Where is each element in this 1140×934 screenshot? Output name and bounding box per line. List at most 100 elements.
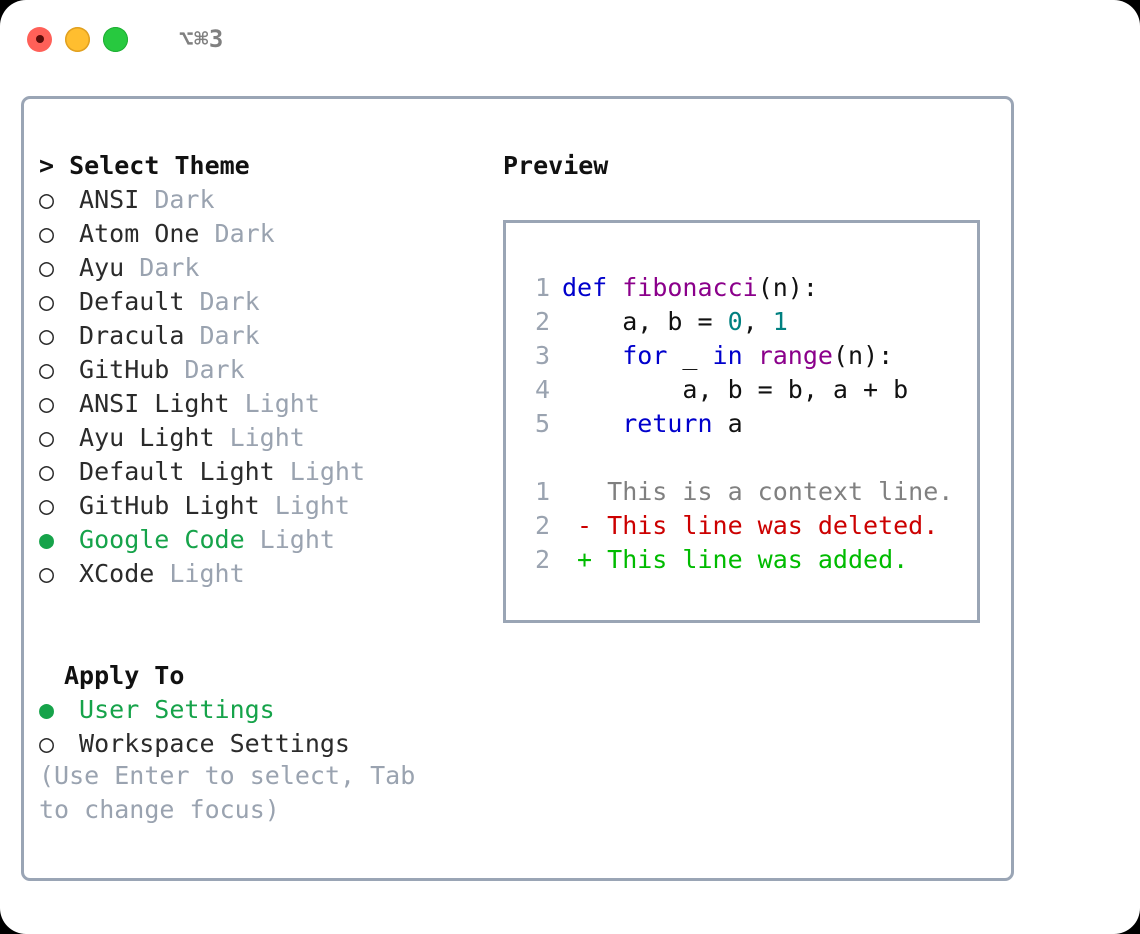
theme-option-default-light[interactable]: ○ Default Light Light [39,455,499,489]
radio-unselected-icon: ○ [39,219,55,248]
theme-name-label: Google Code [64,525,260,554]
theme-option-ayu[interactable]: ○ Ayu Dark [39,251,499,285]
radio-unselected-icon: ○ [39,423,55,452]
line-number: 4 [534,375,550,404]
keyboard-hint-text: (Use Enter to select, Tab to change focu… [39,761,416,824]
radio-selected-icon: ● [39,695,55,724]
theme-name-label: Default Light [64,457,290,486]
title-bar: ⌥⌘3 [0,0,1140,78]
theme-variant-label: Light [274,491,350,520]
window-controls [27,26,128,52]
theme-option-ansi[interactable]: ○ ANSI Dark [39,183,499,217]
diff-line-number: 2 [534,545,550,574]
theme-variant-label: Dark [139,253,200,282]
theme-name-label: ANSI Light [64,389,245,418]
theme-name-label: ANSI [64,185,155,214]
diff-line: 2 + This line was added. [520,543,977,577]
theme-variant-label: Light [229,423,305,452]
line-number: 3 [534,341,550,370]
code-token: range [757,341,833,370]
apply-to-label: User Settings [64,695,275,724]
theme-variant-label: Dark [199,287,260,316]
code-token: a, b = [562,307,728,336]
theme-option-github-light[interactable]: ○ GitHub Light Light [39,489,499,523]
select-theme-heading: > Select Theme [39,151,250,180]
code-token: a [712,409,743,438]
close-button-icon[interactable] [27,26,52,52]
maximize-button-icon[interactable] [103,26,128,52]
code-token [743,341,758,370]
preview-heading: Preview [503,151,609,180]
theme-variant-label: Light [289,457,366,486]
theme-option-default[interactable]: ○ Default Dark [39,285,499,319]
code-token: fibonacci [622,273,758,302]
radio-unselected-icon: ○ [39,729,55,758]
theme-name-label: XCode [64,559,170,588]
theme-variant-label: Dark [154,185,215,214]
apply-to-heading: Apply To [64,661,185,690]
diff-line-text: - This line was deleted. [562,511,939,540]
code-line: 5 return a [520,407,977,441]
diff-line-text: This is a context line. [562,477,954,506]
radio-unselected-icon: ○ [39,491,55,520]
line-number: 5 [534,409,550,438]
theme-option-atom-one[interactable]: ○ Atom One Dark [39,217,499,251]
theme-option-github[interactable]: ○ GitHub Dark [39,353,499,387]
code-token [562,409,622,438]
theme-option-ayu-light[interactable]: ○ Ayu Light Light [39,421,499,455]
code-token: (n): [757,273,818,302]
radio-unselected-icon: ○ [39,389,55,418]
theme-option-dracula[interactable]: ○ Dracula Dark [39,319,499,353]
code-line: 2 a, b = 0, 1 [520,305,977,339]
code-token: a, b = b, a + b [562,375,909,404]
theme-name-label: Ayu Light [64,423,230,452]
keyboard-shortcut-label: ⌥⌘3 [179,25,224,53]
theme-option-google-code[interactable]: ● Google Code Light [39,523,499,557]
theme-list: ○ ANSI Dark○ Atom One Dark○ Ayu Dark○ De… [39,183,499,591]
diff-line-number: 2 [534,511,550,540]
line-number: 2 [534,307,550,336]
theme-variant-label: Dark [184,355,245,384]
preview-spacer [520,441,977,475]
code-token: _ [667,341,713,370]
main-panel: > Select Theme ○ ANSI Dark○ Atom One Dar… [21,96,1014,881]
code-line: 4 a, b = b, a + b [520,373,977,407]
line-number: 1 [534,273,550,302]
code-line: 3 for _ in range(n): [520,339,977,373]
theme-name-label: Default [64,287,200,316]
radio-unselected-icon: ○ [39,287,55,316]
code-line: 1 def fibonacci(n): [520,271,977,305]
code-token: 0 [727,307,743,336]
radio-unselected-icon: ○ [39,355,55,384]
theme-name-label: GitHub [64,355,185,384]
code-token: (n): [832,341,894,370]
theme-name-label: Atom One [64,219,215,248]
minimize-button-icon[interactable] [65,26,90,52]
radio-unselected-icon: ○ [39,185,55,214]
diff-line: 1 This is a context line. [520,475,977,509]
theme-name-label: GitHub Light [64,491,275,520]
close-dot-icon [35,35,44,43]
apply-to-option-workspace-settings[interactable]: ○ Workspace Settings [39,727,499,761]
theme-option-xcode[interactable]: ○ XCode Light [39,557,499,591]
code-token: def [562,273,608,302]
theme-variant-label: Light [169,559,245,588]
radio-unselected-icon: ○ [39,559,55,588]
radio-selected-icon: ● [39,525,55,554]
apply-to-option-user-settings[interactable]: ● User Settings [39,693,499,727]
apply-to-list: ● User Settings○ Workspace Settings [39,693,499,761]
radio-unselected-icon: ○ [39,253,55,282]
theme-name-label: Dracula [64,321,200,350]
theme-picker-column: > Select Theme ○ ANSI Dark○ Atom One Dar… [39,149,499,761]
diff-line-number: 1 [534,477,550,506]
code-token: return [622,409,713,438]
theme-option-ansi-light[interactable]: ○ ANSI Light Light [39,387,499,421]
theme-name-label: Ayu [64,253,140,282]
theme-variant-label: Dark [214,219,275,248]
apply-to-label: Workspace Settings [64,729,350,758]
diff-line: 2 - This line was deleted. [520,509,977,543]
theme-variant-label: Light [244,389,320,418]
